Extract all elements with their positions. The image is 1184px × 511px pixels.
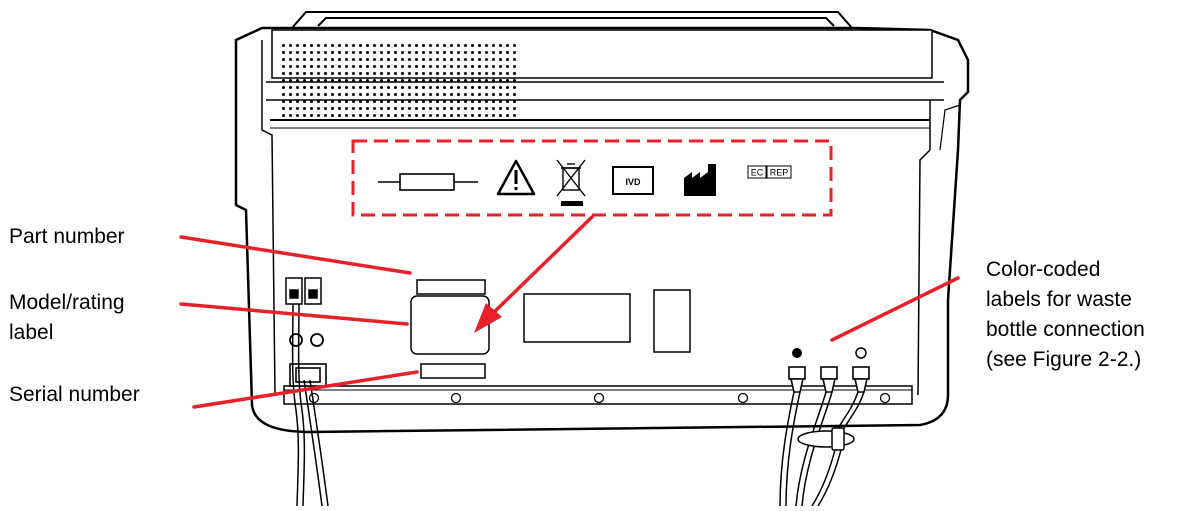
- waste-indicator-filled: [792, 348, 802, 358]
- ec-label: EC: [751, 168, 764, 178]
- waste-callout-line-2: labels for waste: [986, 288, 1132, 311]
- weee-crossed-bin-icon: [556, 159, 586, 206]
- model-rating-callout-line-1: Model/rating: [9, 291, 125, 314]
- ivd-box-icon: IVD: [612, 166, 654, 195]
- power-inlet: [289, 363, 327, 387]
- serial-number-label: [420, 363, 486, 379]
- top-handle: [291, 11, 853, 29]
- part-number-callout-line: [179, 235, 412, 275]
- callout-lines: [179, 215, 960, 409]
- waste-indicator-open: [855, 347, 867, 359]
- inline-filter: [797, 427, 855, 451]
- panel-label-tall: [653, 289, 691, 353]
- part-number-label: [416, 279, 486, 295]
- model-rating-callout-line-2: label: [9, 321, 54, 344]
- model-rating-label: [410, 295, 490, 355]
- ivd-label: IVD: [625, 177, 641, 187]
- panel-label-wide: [523, 293, 631, 343]
- rep-label: REP: [770, 168, 789, 178]
- arrow-head: [474, 303, 502, 333]
- manufacturer-factory-icon: [684, 164, 716, 196]
- serial-number-callout: Serial number: [9, 383, 140, 406]
- model-rating-callout-line: [179, 302, 409, 326]
- power-and-usb-cables: [291, 303, 329, 507]
- usb-ports: [285, 277, 322, 305]
- warning-triangle-icon: [496, 159, 536, 196]
- waste-fittings: [788, 366, 870, 393]
- waste-callout-line: [830, 276, 960, 342]
- waste-callout-line-1: Color-coded: [986, 258, 1101, 281]
- vent-grille: [280, 40, 516, 118]
- symbol-area-callout-line: [486, 215, 594, 320]
- symbol-label-area: [351, 139, 833, 217]
- part-number-callout: Part number: [9, 225, 125, 248]
- fuse-icon: [378, 173, 478, 191]
- waste-callout-line-4: (see Figure 2-2.): [986, 348, 1142, 371]
- rail-screws: [308, 392, 891, 404]
- waste-callout-line-3: bottle connection: [986, 318, 1145, 341]
- serial-number-callout-line: [192, 370, 419, 409]
- ec-rep-icon: EC REP: [747, 165, 792, 179]
